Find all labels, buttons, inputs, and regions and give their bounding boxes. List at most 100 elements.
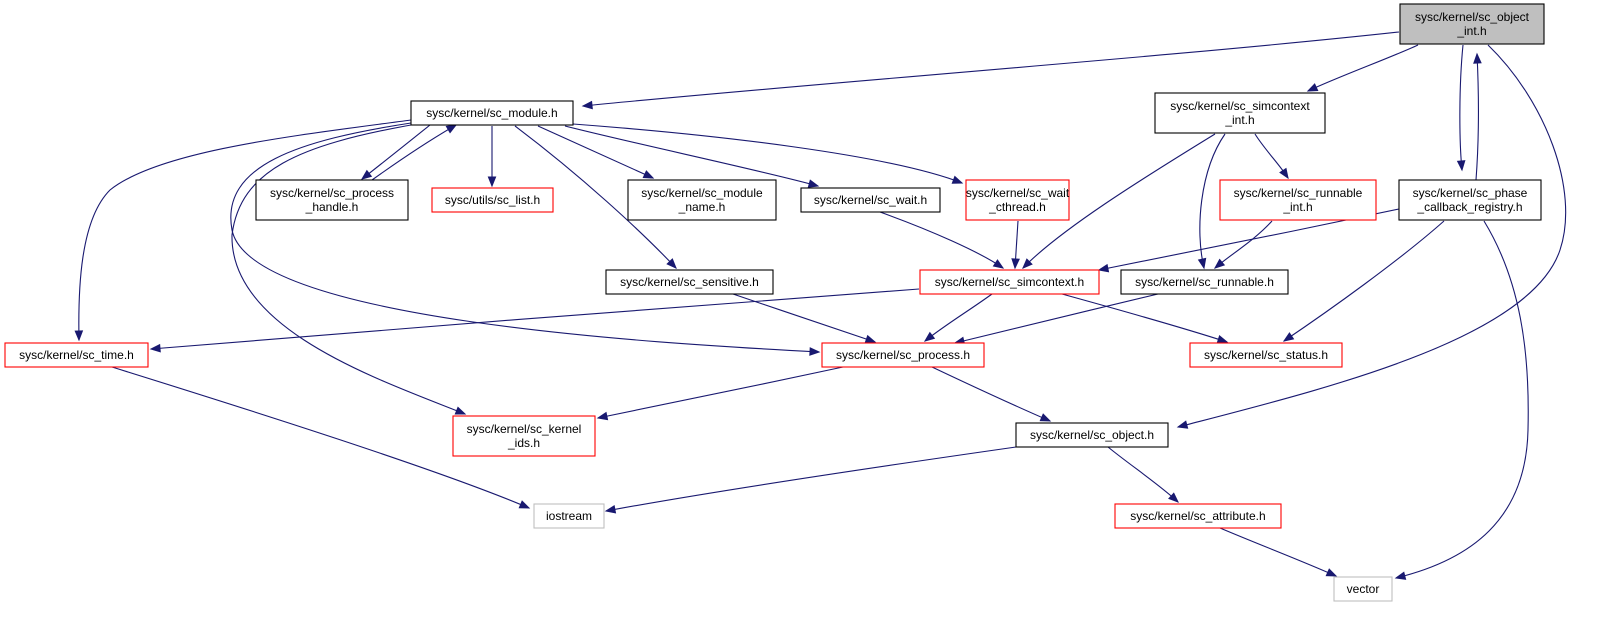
edge-module-to-time <box>74 119 412 342</box>
node-label-line: _int.h <box>1224 113 1254 127</box>
edge-object-to-iostream <box>604 446 1017 514</box>
node-status[interactable]: sysc/kernel/sc_status.h <box>1189 342 1343 368</box>
node-label-line: sysc/kernel/sc_runnable.h <box>1135 275 1274 289</box>
node-attribute[interactable]: sysc/kernel/sc_attribute.h <box>1114 503 1282 529</box>
node-label-line: sysc/utils/sc_list.h <box>445 193 540 207</box>
node-box <box>627 179 777 221</box>
node-label-line: _int.h <box>1282 200 1312 214</box>
node-runnable[interactable]: sysc/kernel/sc_runnable.h <box>1120 269 1289 295</box>
node-kernel-ids[interactable]: sysc/kernel/sc_kernel_ids.h <box>452 415 596 457</box>
node-module[interactable]: sysc/kernel/sc_module.h <box>410 100 574 126</box>
edge-wait-to-simcontext <box>879 211 1005 269</box>
edge-module-to-process_handle <box>360 124 431 180</box>
node-process[interactable]: sysc/kernel/sc_process.h <box>821 342 985 368</box>
node-simcontext-int[interactable]: sysc/kernel/sc_simcontext_int.h <box>1154 92 1326 134</box>
edge-process-to-object <box>931 366 1052 422</box>
node-label-line: sysc/kernel/sc_wait <box>966 186 1070 200</box>
node-box <box>1120 269 1289 295</box>
node-label-line: sysc/kernel/sc_kernel <box>467 422 582 436</box>
node-box <box>452 415 596 457</box>
edge-object_int-to-simcontext_int <box>1306 44 1419 92</box>
node-label-line: _ids.h <box>507 436 540 450</box>
graph-edges <box>74 31 1567 580</box>
node-vector: vector <box>1333 576 1393 602</box>
edge-simcontext_int-to-runnable <box>1197 133 1226 270</box>
node-label-line: sysc/kernel/sc_simcontext <box>1170 99 1310 113</box>
node-box <box>1333 576 1393 602</box>
node-runnable-int[interactable]: sysc/kernel/sc_runnable_int.h <box>1219 179 1377 221</box>
node-box <box>605 269 774 295</box>
edge-object_int-to-module <box>581 31 1400 110</box>
node-phase-cb[interactable]: sysc/kernel/sc_phase_callback_registry.h <box>1398 179 1542 221</box>
node-box <box>1399 3 1545 45</box>
node-box <box>1398 179 1542 221</box>
node-object[interactable]: sysc/kernel/sc_object.h <box>1015 422 1169 448</box>
node-box <box>431 187 554 213</box>
node-sensitive[interactable]: sysc/kernel/sc_sensitive.h <box>605 269 774 295</box>
edge-phase_cb-to-vector <box>1394 220 1529 580</box>
node-label-line: sysc/kernel/sc_object <box>1415 10 1530 24</box>
node-label-line: sysc/kernel/sc_process <box>270 186 394 200</box>
edge-runnable_int-to-runnable <box>1213 220 1273 269</box>
edge-module-to-sc_list <box>487 126 497 188</box>
node-wait-cthread[interactable]: sysc/kernel/sc_wait_cthread.h <box>965 179 1070 221</box>
edge-time-to-iostream <box>111 366 531 509</box>
edge-process_handle-to-module <box>371 124 458 181</box>
node-label-line: sysc/kernel/sc_runnable <box>1234 186 1363 200</box>
edge-runnable-to-process <box>953 293 1159 346</box>
edge-module-to-process <box>230 122 821 356</box>
node-object-int: sysc/kernel/sc_object_int.h <box>1399 3 1545 45</box>
node-box <box>1114 503 1282 529</box>
node-label-line: sysc/kernel/sc_status.h <box>1204 348 1328 362</box>
edge-module-to-kernel_ids <box>231 124 467 415</box>
node-sc-list[interactable]: sysc/utils/sc_list.h <box>431 187 554 213</box>
node-label-line: _int.h <box>1456 24 1486 38</box>
node-label-line: iostream <box>546 509 592 523</box>
node-label-line: vector <box>1347 582 1380 596</box>
edge-wait_cthread-to-simcontext <box>1011 220 1020 270</box>
node-label-line: sysc/kernel/sc_module <box>641 186 763 200</box>
node-label-line: sysc/kernel/sc_time.h <box>19 348 134 362</box>
edge-attribute-to-vector <box>1219 527 1338 577</box>
node-label-line: sysc/kernel/sc_attribute.h <box>1130 509 1265 523</box>
node-box <box>1015 422 1169 448</box>
node-label-line: sysc/kernel/sc_module.h <box>426 106 557 120</box>
node-box <box>255 179 409 221</box>
edge-module-to-module_name <box>537 125 655 179</box>
edge-simcontext-to-status <box>1061 293 1229 344</box>
node-label-line: sysc/kernel/sc_sensitive.h <box>620 275 759 289</box>
node-label-line: sysc/kernel/sc_wait.h <box>814 193 927 207</box>
edge-object-to-attribute <box>1107 446 1179 503</box>
node-box <box>821 342 985 368</box>
node-label-line: sysc/kernel/sc_process.h <box>836 348 970 362</box>
edge-object_int-to-phase_cb <box>1456 44 1466 172</box>
edge-object_int-to-object <box>1176 44 1567 429</box>
node-box <box>410 100 574 126</box>
node-label-line: sysc/kernel/sc_object.h <box>1030 428 1154 442</box>
edge-simcontext-to-process <box>923 293 993 342</box>
node-box <box>965 179 1070 221</box>
node-time[interactable]: sysc/kernel/sc_time.h <box>4 342 149 368</box>
graph-nodes: sysc/kernel/sc_object_int.hsysc/kernel/s… <box>4 3 1545 602</box>
node-module-name[interactable]: sysc/kernel/sc_module_name.h <box>627 179 777 221</box>
node-simcontext[interactable]: sysc/kernel/sc_simcontext.h <box>919 269 1100 295</box>
node-wait[interactable]: sysc/kernel/sc_wait.h <box>800 187 941 213</box>
node-iostream: iostream <box>533 503 605 529</box>
node-process-handle[interactable]: sysc/kernel/sc_process_handle.h <box>255 179 409 221</box>
edge-simcontext_int-to-runnable_int <box>1254 133 1289 180</box>
node-label-line: sysc/kernel/sc_phase <box>1413 186 1528 200</box>
node-box <box>533 503 605 529</box>
edge-simcontext-to-time <box>149 288 920 353</box>
edge-sensitive-to-process <box>732 293 877 344</box>
node-box <box>4 342 149 368</box>
edge-process-to-kernel_ids <box>596 366 844 421</box>
node-box <box>1154 92 1326 134</box>
edge-simcontext_int-to-simcontext <box>1022 133 1216 269</box>
node-box <box>800 187 941 213</box>
node-box <box>1219 179 1377 221</box>
node-label-line: _handle.h <box>305 200 359 214</box>
edge-phase_cb-to-object_int <box>1473 52 1482 181</box>
node-box <box>1189 342 1343 368</box>
edge-module-to-sensitive <box>514 125 677 269</box>
